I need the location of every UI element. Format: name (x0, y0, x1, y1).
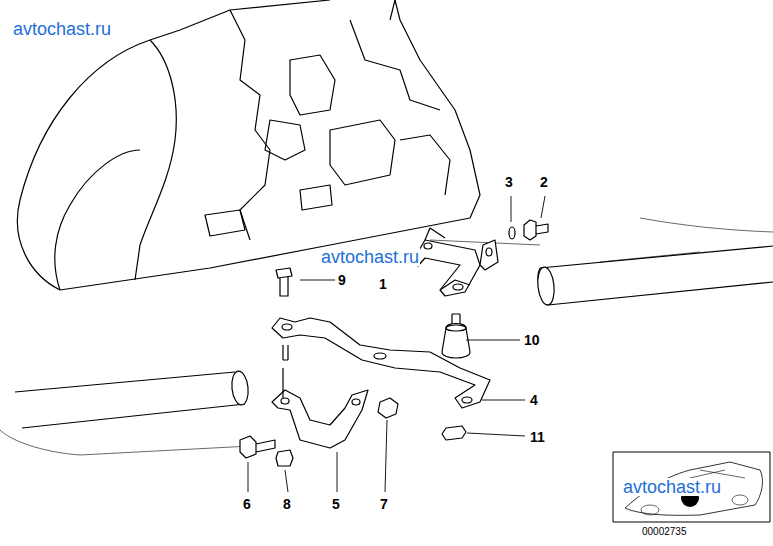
callout-number: 7 (380, 497, 388, 511)
callout-number: 1 (379, 277, 387, 291)
callout-number: 4 (530, 393, 538, 407)
watermark: avtochast.ru (622, 478, 722, 496)
callout-number: 3 (505, 175, 513, 189)
callout-number: 10 (524, 333, 540, 347)
callout-number: 2 (540, 175, 548, 189)
callout-number: 8 (283, 497, 291, 511)
callout-number: 6 (243, 497, 251, 511)
callout-number: 5 (332, 497, 340, 511)
diagram-code: 00002735 (642, 527, 687, 537)
watermark: avtochast.ru (320, 248, 420, 266)
watermark: avtochast.ru (12, 20, 112, 38)
callout-number: 9 (338, 273, 346, 287)
callout-number: 11 (530, 430, 545, 444)
